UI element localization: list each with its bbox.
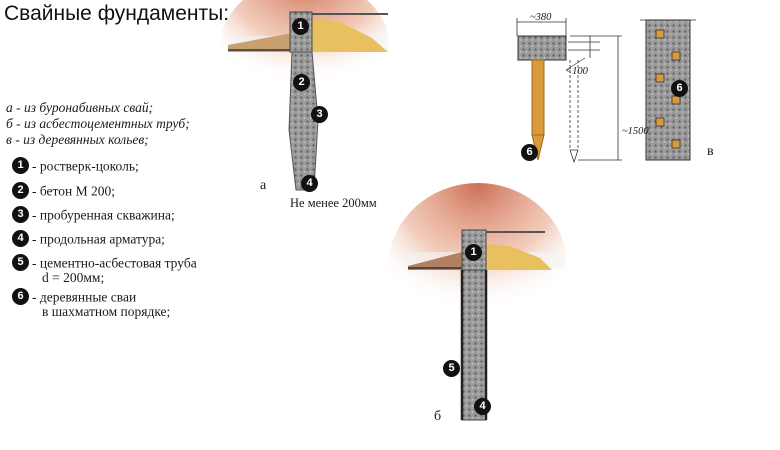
figure-b-label: б <box>434 409 442 424</box>
page-title: Свайные фундаменты: <box>4 2 230 25</box>
dim-width-380: ~380 <box>530 12 552 23</box>
callout-5-b: 5 <box>443 360 460 377</box>
legend-item-5-cont: d = 200мм; <box>42 270 105 285</box>
legend-text: - бетон М 200; <box>32 183 116 199</box>
pile-b <box>461 269 487 421</box>
wooden-stake <box>531 59 545 136</box>
number-badge-icon: 4 <box>12 230 29 248</box>
sand-fill-a <box>312 18 388 52</box>
callout-4-a: 4 <box>301 175 318 192</box>
variant-a: а - из буронабивных свай; <box>6 100 154 115</box>
legend-text: - деревянные сваи <box>32 289 137 305</box>
legend-item-4: 4- продольная арматура; <box>12 230 165 248</box>
callout-6-side: 6 <box>521 144 538 161</box>
min-depth-note: Не менее 200мм <box>290 196 377 210</box>
dim-gap-100: <100 <box>565 66 588 77</box>
number-badge-icon: 5 <box>12 254 29 272</box>
callout-1-a: 1 <box>292 18 309 35</box>
variant-b: б - из асбестоцементных труб; <box>6 116 190 131</box>
legend-item-6: 6- деревянные сваи <box>12 288 137 306</box>
sand-fill-b <box>486 244 552 270</box>
ground-left-b <box>408 252 462 270</box>
legend-item-2: 2- бетон М 200; <box>12 182 116 200</box>
dim-length-1500: ~1500 <box>622 126 649 137</box>
figure-a-label: а <box>260 178 267 193</box>
legend-item-3: 3- пробуренная скважина; <box>12 206 175 224</box>
stake-plan-3 <box>655 73 665 83</box>
legend-item-5: 5- цементно-асбестовая труба <box>12 254 197 272</box>
legend-text: - ростверк-цоколь; <box>32 158 139 174</box>
number-badge-icon: 6 <box>12 288 29 306</box>
ground-left-a <box>228 33 292 52</box>
stake-plan-5 <box>655 117 665 127</box>
figure-v-drawing <box>516 18 696 164</box>
figure-v-label: в <box>707 144 714 159</box>
figure-a-drawing <box>220 0 390 191</box>
stake-plan-1 <box>655 29 665 39</box>
callout-2-a: 2 <box>293 74 310 91</box>
figure-b-drawing <box>388 183 568 421</box>
callout-3-a: 3 <box>311 106 328 123</box>
plan-view-v <box>645 19 691 161</box>
legend-item-6-cont: в шахматном порядке; <box>42 304 171 319</box>
legend-item-1: 1- ростверк-цоколь; <box>12 157 139 175</box>
number-badge-icon: 2 <box>12 182 29 200</box>
legend-text: - продольная арматура; <box>32 231 165 247</box>
callout-6-plan: 6 <box>671 80 688 97</box>
callout-1-b: 1 <box>465 244 482 261</box>
variant-v: в - из деревянных кольев; <box>6 132 149 147</box>
cap-v <box>517 35 567 61</box>
stake-plan-2 <box>671 51 681 61</box>
callout-4-b: 4 <box>474 398 491 415</box>
stake-plan-6 <box>671 139 681 149</box>
legend-text: - цементно-асбестовая труба <box>32 255 197 271</box>
stake-plan-4 <box>671 95 681 105</box>
number-badge-icon: 1 <box>12 157 29 175</box>
legend-text: - пробуренная скважина; <box>32 207 175 223</box>
number-badge-icon: 3 <box>12 206 29 224</box>
